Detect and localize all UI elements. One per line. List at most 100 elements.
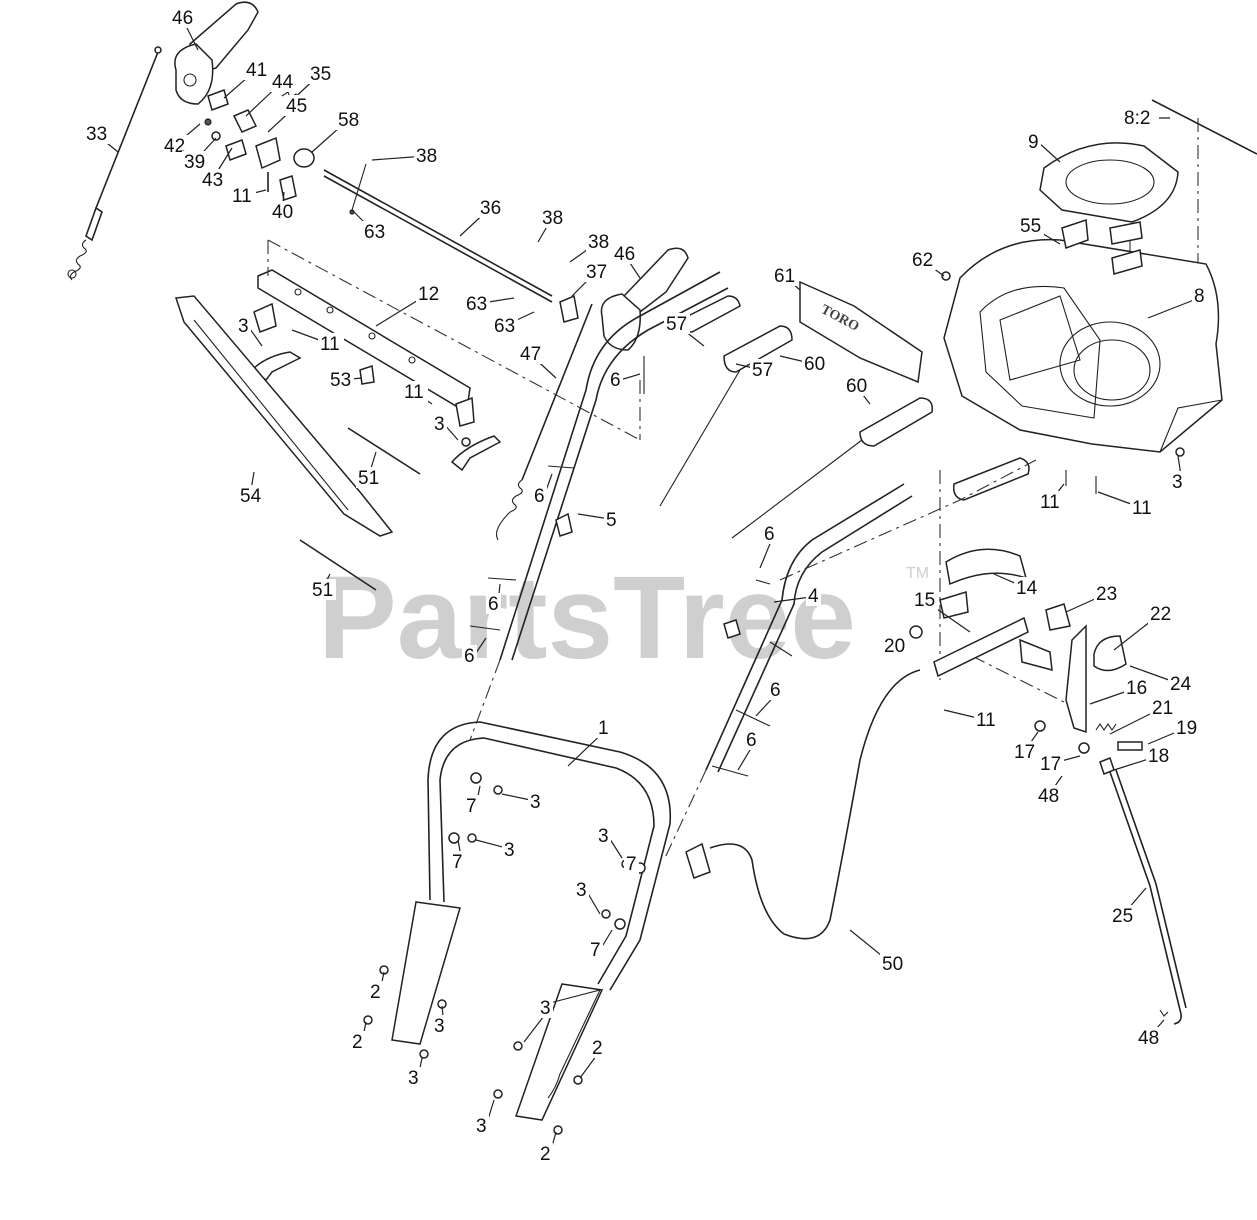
callout-number: 25 bbox=[1112, 906, 1133, 927]
callout-number: 23 bbox=[1096, 584, 1117, 605]
callout-bg bbox=[1014, 577, 1040, 598]
bracket-14 bbox=[939, 548, 1028, 619]
callout-c6e: 6 bbox=[462, 637, 487, 667]
callout-c51b: 51 bbox=[310, 573, 336, 601]
callout-bg bbox=[768, 679, 783, 700]
washer-17b bbox=[1078, 742, 1090, 754]
callout-bg bbox=[528, 791, 543, 812]
callout-number: 6 bbox=[764, 524, 775, 545]
callout-bg bbox=[1124, 677, 1150, 698]
callout-c24: 24 bbox=[1129, 665, 1194, 695]
callout-number: 60 bbox=[804, 354, 825, 375]
callout-number: 7 bbox=[626, 854, 637, 875]
callout-bg bbox=[910, 249, 936, 270]
callout-c38b: 38 bbox=[537, 207, 566, 243]
callout-bg bbox=[532, 485, 547, 506]
callout-number: 6 bbox=[534, 486, 545, 507]
callout-number: 39 bbox=[184, 152, 205, 173]
callout-c40: 40 bbox=[270, 191, 296, 223]
callout-number: 51 bbox=[358, 468, 379, 489]
callout-bg bbox=[912, 589, 938, 610]
callout-number: 3 bbox=[504, 840, 515, 861]
callout-number: 2 bbox=[352, 1032, 363, 1053]
callout-c7a: 7 bbox=[464, 785, 481, 817]
knob-22 bbox=[1093, 635, 1127, 672]
callout-bg bbox=[1018, 215, 1044, 236]
callout-bg bbox=[882, 635, 908, 656]
callout-c2c: 2 bbox=[579, 1037, 605, 1079]
callout-number: 3 bbox=[598, 826, 609, 847]
callout-c54: 54 bbox=[238, 471, 264, 507]
callout-c6d: 6 bbox=[486, 583, 501, 615]
callout-number: 4 bbox=[808, 586, 819, 607]
callout-number: 63 bbox=[494, 316, 515, 337]
rod-lower-diag bbox=[731, 439, 863, 539]
callout-bg bbox=[270, 201, 296, 222]
callout-number: 16 bbox=[1126, 678, 1147, 699]
callout-number: 38 bbox=[416, 146, 437, 167]
switch-23 bbox=[1045, 603, 1071, 631]
callout-c46a: 46 bbox=[170, 7, 199, 51]
callout-bg bbox=[474, 1115, 489, 1136]
callout-c7b: 7 bbox=[450, 839, 465, 873]
callout-bg bbox=[368, 981, 383, 1002]
callout-bg bbox=[1038, 491, 1064, 512]
callout-bg bbox=[462, 645, 477, 666]
rod-51-upper bbox=[347, 427, 421, 475]
callout-c17a: 17 bbox=[1012, 731, 1039, 763]
callout-number: 11 bbox=[320, 334, 340, 355]
callout-number: 9 bbox=[1028, 132, 1039, 153]
chute-handle-46 bbox=[559, 247, 689, 351]
callout-bg bbox=[432, 413, 447, 434]
callout-leader bbox=[619, 373, 641, 381]
callout-number: 40 bbox=[272, 202, 293, 223]
callout-bg bbox=[236, 315, 251, 336]
callout-number: 3 bbox=[434, 1016, 445, 1037]
callout-bg bbox=[492, 315, 518, 336]
callout-c3g: 3 bbox=[432, 1005, 447, 1037]
callout-c17b: 17 bbox=[1038, 753, 1081, 775]
callout-bg bbox=[284, 95, 310, 116]
callout-c11c: 11 bbox=[402, 381, 433, 405]
rod-51-lower bbox=[299, 539, 377, 591]
callout-c22: 22 bbox=[1113, 603, 1174, 651]
callout-bg bbox=[1130, 497, 1156, 518]
callout-number: 22 bbox=[1150, 604, 1171, 625]
callout-c2d: 2 bbox=[538, 1131, 557, 1165]
callout-c60b: 60 bbox=[844, 375, 871, 405]
control-bracket-12 bbox=[250, 269, 502, 472]
wire-harness-50 bbox=[685, 669, 921, 940]
callout-bg bbox=[270, 71, 296, 92]
callout-number: 11 bbox=[1132, 498, 1152, 519]
callout-c63c: 63 bbox=[492, 311, 535, 337]
callout-c37: 37 bbox=[571, 261, 610, 297]
callout-bg bbox=[308, 63, 334, 84]
callout-bg bbox=[502, 839, 517, 860]
callout-number: 12 bbox=[418, 284, 439, 305]
callout-number: 58 bbox=[338, 110, 359, 131]
callout-bg bbox=[1148, 603, 1174, 624]
callout-bg bbox=[362, 221, 388, 242]
rod-25 bbox=[1109, 769, 1187, 1025]
callout-bg bbox=[590, 1037, 605, 1058]
lower-main-handle-1 bbox=[363, 721, 672, 1135]
callout-number: 6 bbox=[610, 370, 621, 391]
callout-c39: 39 bbox=[182, 137, 217, 173]
callout-c3k: 3 bbox=[1170, 455, 1185, 493]
callout-number: 2 bbox=[592, 1038, 603, 1059]
callout-c11a: 11 bbox=[230, 185, 267, 207]
callout-number: 11 bbox=[976, 710, 996, 731]
callout-c58: 58 bbox=[311, 109, 362, 153]
callout-number: 62 bbox=[912, 250, 933, 271]
callout-c6c: 6 bbox=[759, 523, 777, 569]
callout-number: 63 bbox=[466, 294, 487, 315]
callout-number: 2 bbox=[540, 1144, 551, 1165]
callout-c21: 21 bbox=[1109, 697, 1176, 735]
callout-number: 7 bbox=[590, 940, 601, 961]
callout-bg bbox=[772, 265, 798, 286]
pin-19 bbox=[1117, 741, 1143, 751]
callout-bg bbox=[1026, 131, 1041, 152]
callout-bg bbox=[318, 333, 344, 354]
callout-number: 38 bbox=[588, 232, 609, 253]
callout-c53: 53 bbox=[328, 369, 363, 391]
